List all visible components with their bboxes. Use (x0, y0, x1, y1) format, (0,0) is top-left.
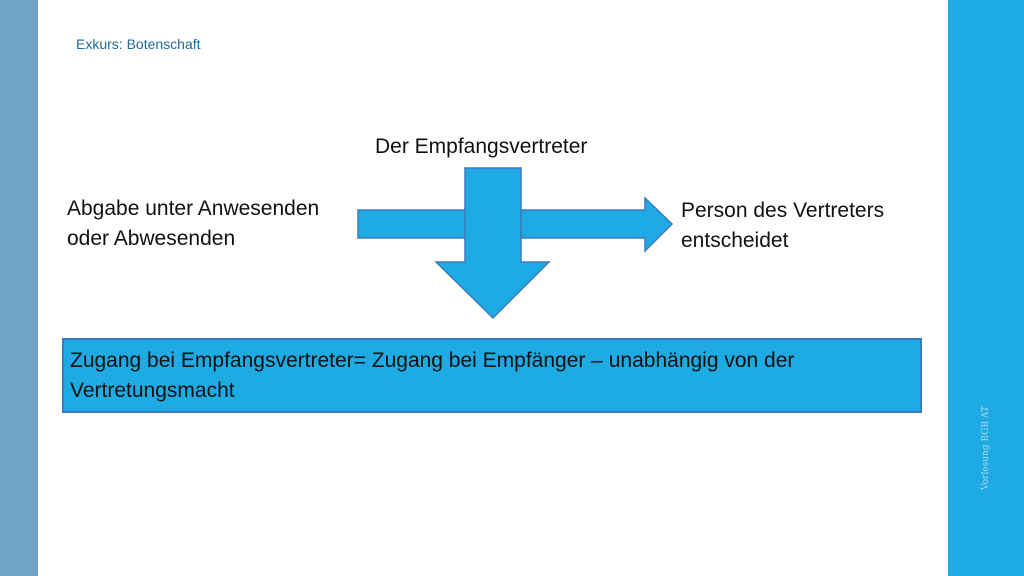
right-label: Person des Vertreters entscheidet (681, 199, 885, 252)
top-label: Der Empfangsvertreter (375, 135, 588, 158)
down-arrow (434, 167, 551, 320)
right-accent-band (948, 0, 1024, 576)
result-text: Zugang bei Empfangsvertreter= Zugang bei… (70, 349, 795, 402)
left-accent-band (0, 0, 38, 576)
result-box: Zugang bei Empfangsvertreter= Zugang bei… (62, 338, 922, 413)
slide-title: Exkurs: Botenschaft (76, 36, 201, 52)
left-label: Abgabe unter Anwesenden oder Abwesenden (67, 197, 320, 250)
